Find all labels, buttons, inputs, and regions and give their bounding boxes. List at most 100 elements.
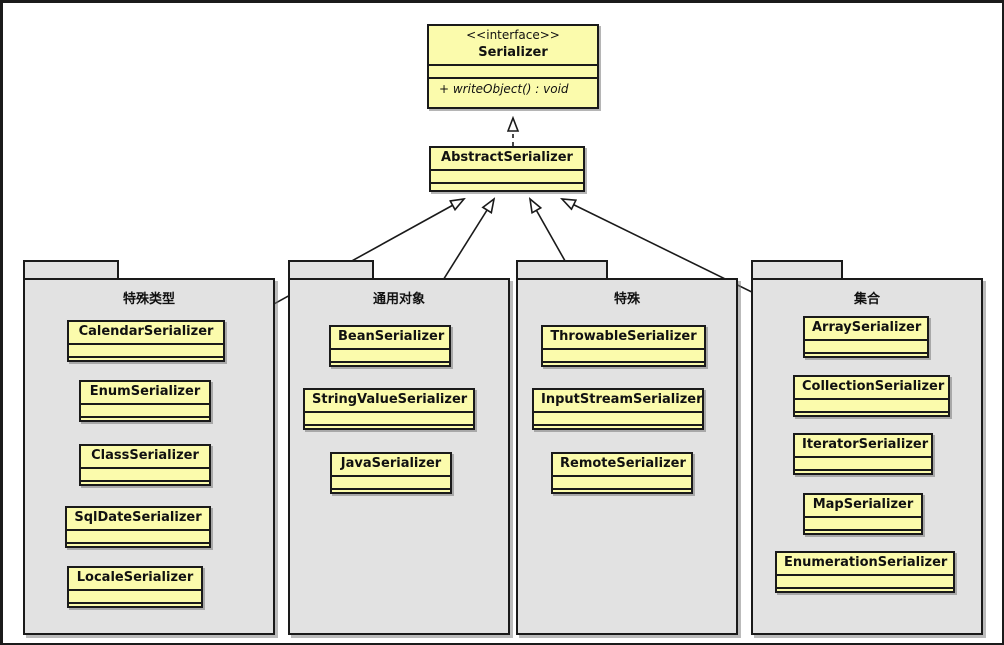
class-operations-compartment [81,418,209,429]
class-box-throwableserializer[interactable]: ThrowableSerializer [541,325,706,367]
class-separator-2 [553,488,691,491]
class-box-inputstreamserializer[interactable]: InputStreamSerializer [532,388,704,430]
package-label: 特殊 [613,292,640,307]
class-operations-compartment [67,544,209,555]
class-attributes-compartment [429,66,597,77]
class-separator-1 [805,516,921,519]
class-box-classserializer[interactable]: ClassSerializer [79,444,211,486]
class-separator-1 [777,574,953,577]
class-separator-1 [429,64,597,67]
class-separator-2 [81,416,209,419]
class-operations-compartment [553,490,691,501]
class-attributes-compartment [777,576,953,587]
class-separator-1 [805,339,927,342]
class-name: ClassSerializer [91,448,199,463]
class-attributes-compartment [332,477,450,488]
class-box-arrayserializer[interactable]: ArraySerializer [803,316,929,358]
class-separator-2 [543,361,704,364]
class-separator-2 [69,602,201,605]
class-attributes-compartment [305,413,473,424]
class-box-enumserializer[interactable]: EnumSerializer [79,380,211,422]
class-name: BeanSerializer [338,329,445,344]
class-operation-writeobject: + writeObject() : void [439,82,569,97]
package-label: 通用对象 [372,292,425,307]
class-operations-compartment [795,413,948,424]
class-box-sqldateserializer[interactable]: SqlDateSerializer [65,506,211,548]
class-attributes-compartment [67,531,209,542]
class-separator-1 [553,475,691,478]
class-operations-compartment [305,426,473,437]
class-attributes-compartment [69,591,201,602]
class-name: JavaSerializer [340,456,442,471]
class-name: LocaleSerializer [76,570,194,585]
class-separator-1 [81,403,209,406]
class-separator-1 [69,589,201,592]
class-name: CalendarSerializer [78,324,214,339]
class-box-serializer[interactable]: <<interface>> Serializer + writeObject()… [427,24,599,109]
class-box-enumerationserializer[interactable]: EnumerationSerializer [775,551,955,593]
package-tab [23,260,119,278]
class-box-mapserializer[interactable]: MapSerializer [803,493,923,535]
class-separator-1 [81,467,209,470]
package-tab [516,260,608,278]
class-operations-compartment [331,363,449,374]
class-operations-compartment [81,482,209,493]
class-separator-1 [69,343,223,346]
class-attributes-compartment [534,413,702,424]
class-operations-compartment [543,363,704,374]
class-separator-1 [431,169,583,172]
class-box-beanserializer[interactable]: BeanSerializer [329,325,451,367]
class-box-localeserializer[interactable]: LocaleSerializer [67,566,203,608]
class-separator-2 [805,352,927,355]
class-separator-1 [332,475,450,478]
class-separator-2 [431,182,583,185]
class-name: EnumerationSerializer [784,555,948,570]
class-box-javaserializer[interactable]: JavaSerializer [330,452,452,494]
class-operations-compartment [777,589,953,600]
package-tab [288,260,374,278]
class-separator-2 [332,488,450,491]
class-name: RemoteSerializer [560,456,686,471]
class-name: AbstractSerializer [441,150,573,165]
class-attributes-compartment [81,469,209,480]
class-operations-compartment [805,354,927,365]
class-name: ThrowableSerializer [550,329,697,344]
class-separator-2 [305,424,473,427]
class-stereotype: <<interface>> [466,28,560,42]
package-special[interactable]: 特殊 [516,260,738,635]
class-box-calendarserializer[interactable]: CalendarSerializer [67,320,225,362]
class-operations-compartment [69,604,201,615]
class-operations-compartment [69,358,223,369]
package-tab [751,260,843,278]
class-attributes-compartment [331,350,449,361]
class-box-remoteserializer[interactable]: RemoteSerializer [551,452,693,494]
class-separator-1 [331,348,449,351]
package-general-objects[interactable]: 通用对象 [288,260,510,635]
class-box-abstractserializer[interactable]: AbstractSerializer [429,146,585,192]
class-box-stringvalueserializer[interactable]: StringValueSerializer [303,388,475,430]
class-operations-compartment [805,531,921,542]
class-separator-1 [795,456,931,459]
class-attributes-compartment [795,400,948,411]
class-operations-compartment [534,426,702,437]
class-name: EnumSerializer [89,384,201,399]
class-separator-1 [795,398,948,401]
class-box-collectionserializer[interactable]: CollectionSerializer [793,375,950,417]
class-operations-compartment [795,471,931,482]
class-attributes-compartment [805,518,921,529]
class-name: Serializer [478,44,548,60]
class-name: IteratorSerializer [802,437,929,452]
class-operations-compartment [431,184,583,195]
class-separator-2 [67,542,209,545]
class-separator-2 [777,587,953,590]
class-separator-1 [534,411,702,414]
class-separator-2 [805,529,921,532]
class-name: ArraySerializer [812,320,922,335]
class-name: MapSerializer [812,497,914,512]
class-name: CollectionSerializer [802,379,945,394]
class-attributes-compartment [81,405,209,416]
package-label: 特殊类型 [122,292,175,307]
class-attributes-compartment [553,477,691,488]
class-box-iteratorserializer[interactable]: IteratorSerializer [793,433,933,475]
